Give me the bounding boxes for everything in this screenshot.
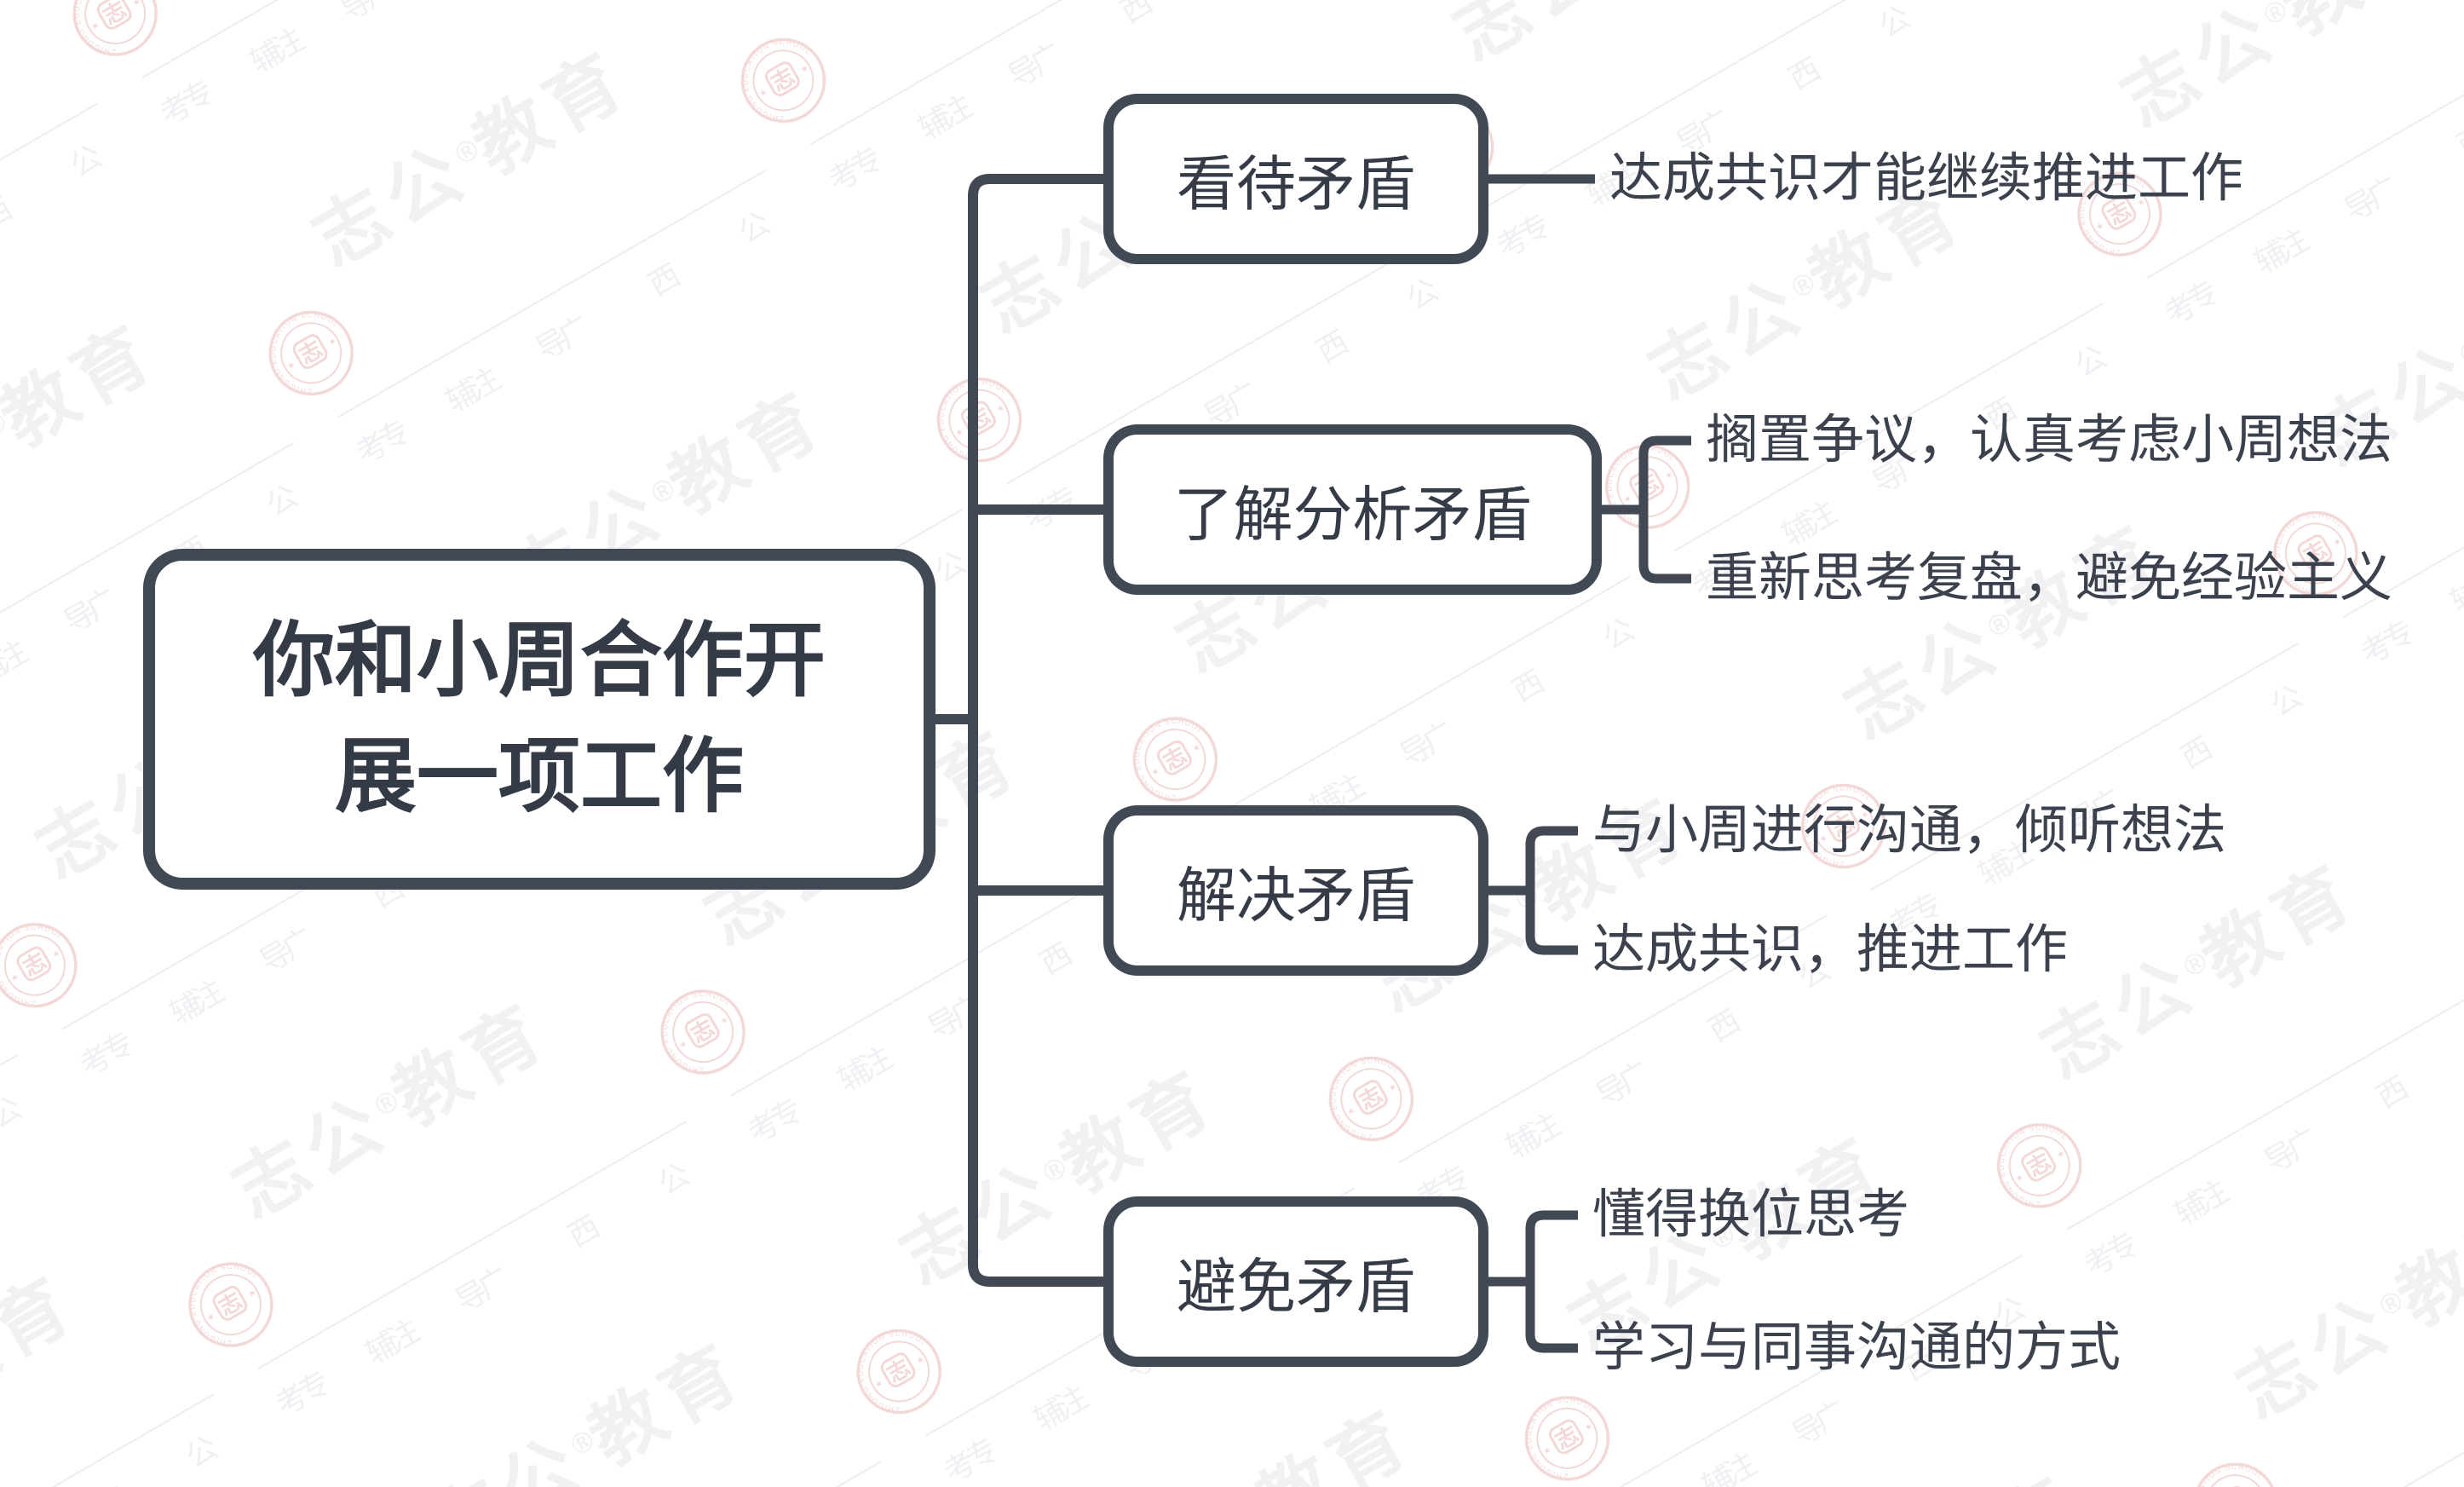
- branch-2-child-1-label: 搁置争议，认真考虑小周想法: [1706, 411, 2393, 470]
- branch-1-child-1-label: 达成共识才能继续推进工作: [1609, 149, 2244, 208]
- branch-node-label: 避免矛盾: [1177, 1253, 1415, 1320]
- branch-node-3: 解决矛盾: [1103, 805, 1488, 976]
- branch-2-child-2-label: 重新思考复盘，避免经验主义: [1706, 549, 2393, 608]
- connector: [1525, 1210, 1578, 1353]
- branch-node-label: 解决矛盾: [1177, 862, 1415, 929]
- root-label-line1: 你和小周合作开: [253, 614, 826, 706]
- branch-3-child-1-label: 与小周进行沟通，倾听想法: [1592, 801, 2227, 860]
- connector: [1638, 435, 1691, 584]
- branch-node-4: 避免矛盾: [1103, 1196, 1488, 1367]
- branch-4-child-1-label: 懂得换位思考: [1592, 1185, 1910, 1244]
- connector: [1525, 826, 1578, 955]
- branch-node-label: 了解分析矛盾: [1173, 481, 1532, 548]
- branch-node-1: 看待矛盾: [1103, 94, 1488, 264]
- connector: [968, 174, 1103, 1287]
- root-node-label: 你和小周合作开 展一项工作: [253, 603, 826, 836]
- branch-3-child-2-label: 达成共识，推进工作: [1592, 920, 2069, 979]
- root-node: 你和小周合作开 展一项工作: [143, 549, 936, 890]
- root-label-line2: 展一项工作: [335, 731, 744, 822]
- branch-node-2: 了解分析矛盾: [1103, 424, 1602, 595]
- branch-4-child-2-label: 学习与同事沟通的方式: [1592, 1318, 2121, 1377]
- branch-node-label: 看待矛盾: [1177, 150, 1415, 217]
